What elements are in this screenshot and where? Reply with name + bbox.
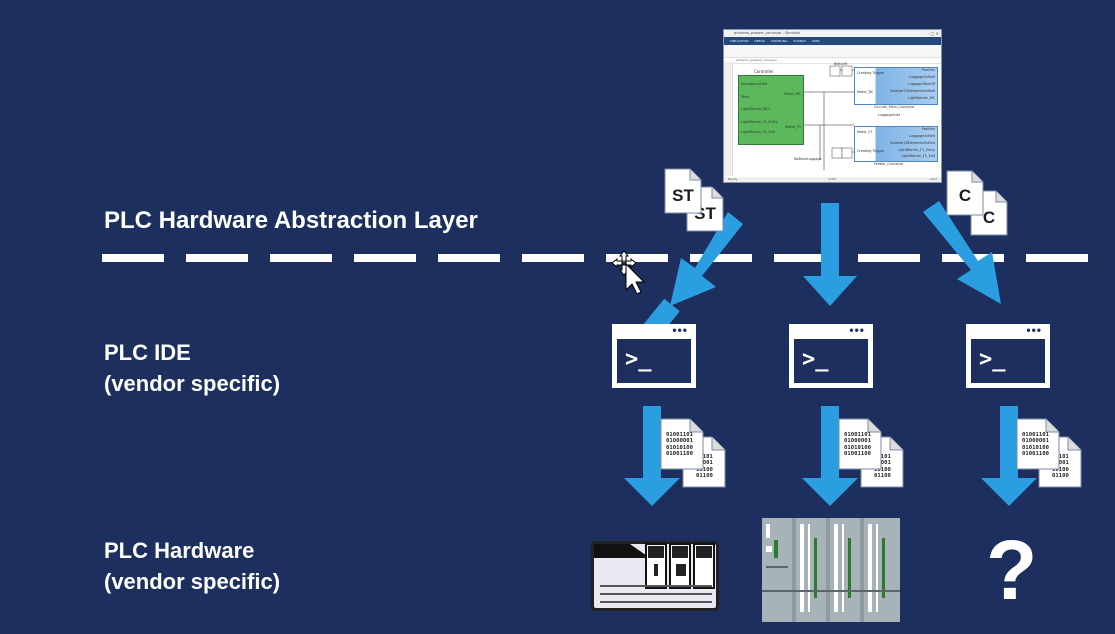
status-solver: ode3 — [929, 177, 938, 181]
status-ready: Ready — [728, 177, 738, 181]
main-conveyor-name: Circular_Main_Conveyor — [874, 105, 915, 109]
terminal-window-icon: ••• >_ — [966, 324, 1050, 388]
arrow-ide2-to-hardware — [802, 406, 858, 506]
simulink-palette — [724, 62, 733, 176]
feeder-conveyor-output: LightBarrier_F1_Exit — [901, 154, 935, 158]
plc-ide-title: PLC IDE — [104, 340, 191, 365]
main-conveyor-output: LuggageTakeOff — [907, 82, 935, 86]
plc-hardware-label: PLC Hardware (vendor specific) — [104, 536, 280, 598]
window-controls[interactable]: – □ ✕ — [927, 31, 939, 36]
main-conveyor-block[interactable]: Creating Trigger Motor_MC Position Lugga… — [854, 67, 938, 105]
plc-rack-icon — [762, 518, 900, 622]
plc-ide-label: PLC IDE (vendor specific) — [104, 338, 280, 400]
binary-back: 01101 00001 10100 01100 — [696, 454, 713, 480]
binary-front: 01001101 01000001 01010100 01001100 — [844, 432, 871, 458]
main-conveyor-input: Creating Trigger — [857, 71, 885, 75]
controller-output: Motor_F1 — [785, 125, 801, 129]
unknown-hardware-question-mark: ? — [986, 523, 1038, 617]
controller-input: LightBarrier_F1_Exit — [741, 130, 775, 134]
ribbon-tab-modeling[interactable]: MODELING — [771, 39, 788, 43]
controller-title: Controller — [754, 69, 774, 74]
code-document-icon: ST — [664, 168, 702, 214]
feeder-conveyor-input: Motor_F1 — [857, 130, 873, 134]
feeder-conveyor-output: NumberOfElementsOnBelt — [890, 141, 935, 145]
feeder-conveyor-output: LuggageOnBelt — [908, 134, 935, 138]
plc-hardware-title: PLC Hardware — [104, 538, 255, 563]
simulink-ribbon: SIMULATION DEBUG MODELING FORMAT APPS — [724, 37, 941, 45]
belt-left-label: BeltLeft — [834, 62, 848, 66]
arrow-ide3-to-hardware — [981, 406, 1037, 506]
terminal-window-icon: ••• >_ — [612, 324, 696, 388]
code-document-icon: 01001101 01000001 01010100 01001100 — [1016, 418, 1060, 470]
no-more-luggage-label: NoMoreLuggage — [794, 157, 822, 161]
arrow-ide1-to-hardware — [624, 406, 680, 506]
feeder-conveyor-output: Position — [921, 127, 935, 131]
binary-back: 01101 00001 10100 01100 — [874, 454, 891, 480]
simulink-toolbar — [724, 45, 941, 58]
code-document-icon: 01001101 01000001 01010100 01001100 — [838, 418, 882, 470]
arrow-model-to-ide — [803, 203, 857, 306]
ribbon-tab-apps[interactable]: APPS — [811, 39, 820, 43]
luggage-inlet-label: LuggageInlet — [878, 113, 901, 117]
controller-output: Motor_MC — [784, 92, 801, 96]
controller-input: Start — [741, 95, 750, 99]
code-document-icon: 01001101 01000001 01010100 01001100 — [660, 418, 704, 470]
plc-device-icon — [591, 541, 719, 611]
main-conveyor-output: NumberOfElementsOnBelt — [890, 89, 935, 93]
model-wires — [802, 65, 936, 170]
simulink-model-window: plcdemo_propert_conveyor - Simulink – □ … — [723, 29, 942, 183]
st-doc-label-front: ST — [672, 186, 694, 205]
feeder-conveyor-name: Feeder_Conveyor — [874, 162, 904, 166]
plc-hardware-subtitle: (vendor specific) — [104, 568, 281, 594]
simulink-title-bar: plcdemo_propert_conveyor - Simulink — [724, 30, 941, 37]
binary-back: 01101 00001 10100 01100 — [1052, 454, 1069, 480]
main-conveyor-output: LightBarrier_MC — [907, 96, 935, 100]
status-zoom: 120% — [828, 177, 837, 181]
arrow-c-to-ide — [923, 201, 1001, 304]
feeder-conveyor-block[interactable]: Motor_F1 Creating Trigger Position Lugga… — [854, 126, 938, 162]
ribbon-tab-simulation[interactable]: SIMULATION — [730, 39, 749, 43]
c-doc-label-front: C — [958, 186, 972, 205]
code-document-icon: C — [946, 170, 984, 216]
plc-ide-subtitle: (vendor specific) — [104, 370, 281, 396]
binary-front: 01001101 01000001 01010100 01001100 — [666, 432, 693, 458]
feeder-conveyor-output: LightBarrier_F1_Entry — [898, 148, 935, 152]
controller-input: EmergencyHalt — [741, 82, 768, 86]
c-doc-label-back: C — [982, 208, 996, 227]
main-conveyor-output: LuggageOnBelt — [908, 75, 935, 79]
ribbon-tab-format[interactable]: FORMAT — [793, 39, 806, 43]
move-cursor-icon — [611, 250, 646, 295]
model-path: plcdemo_propert_conveyor — [724, 58, 941, 64]
main-conveyor-input: Motor_MC — [857, 90, 874, 94]
simulink-status-bar: Ready 120% ode3 — [724, 177, 941, 182]
feeder-conveyor-input: Creating Trigger — [857, 149, 885, 153]
controller-block[interactable]: EmergencyHalt Start LightBarrier_MC1 Lig… — [738, 75, 804, 145]
hardware-abstraction-layer-label: PLC Hardware Abstraction Layer — [104, 207, 478, 234]
ribbon-tab-debug[interactable]: DEBUG — [754, 39, 766, 43]
terminal-window-icon: ••• >_ — [789, 324, 873, 388]
controller-input: LightBarrier_MC1 — [741, 107, 771, 111]
binary-front: 01001101 01000001 01010100 01001100 — [1022, 432, 1049, 458]
controller-input: LightBarrier_F1_Entry — [741, 120, 778, 124]
main-conveyor-output: Position — [921, 68, 935, 72]
